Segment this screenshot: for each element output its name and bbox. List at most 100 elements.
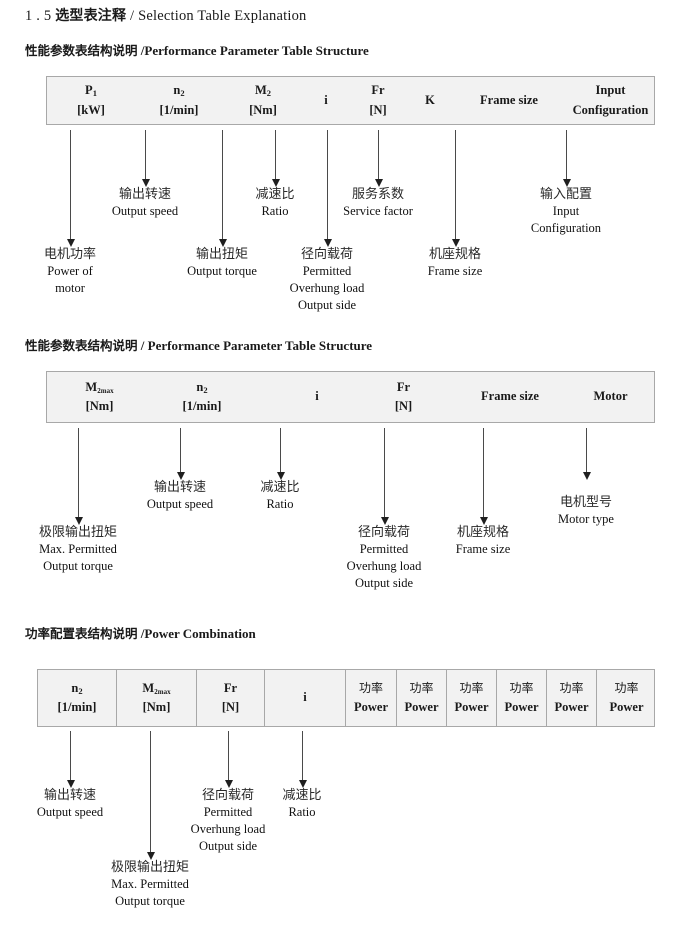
power-combination-table: n2 [1/min] M2max [Nm] Fr [N] i 功率 Power … [37,669,655,727]
table-1-col-n2-unit: [1/min] [159,102,199,117]
title-number: 1 . 5 [25,8,52,24]
table-2-col-fr-symbol: Fr [396,379,411,394]
annotation-overhung-load-en-2: Overhung load [289,281,365,296]
annotation-output-speed-3: 输出转速 Output speed [37,787,103,821]
table-1-col-n2-sub: 2 [180,88,185,99]
title-english: Selection Table Explanation [138,8,307,24]
annotation-overhung-load-en-1: Permitted [302,264,352,279]
table-1-col-m2: M2 [Nm] [223,77,303,124]
arrow-to-ratio-3 [298,731,307,788]
title-chinese: 选型表注释 [55,8,127,24]
table-3-col-i: i [265,670,346,726]
table-3-col-power-1-cn: 功率 [358,681,383,696]
annotation-service-factor-cn: 服务系数 [351,187,405,202]
annotation-output-speed-cn: 输出转速 [118,187,171,202]
annotation-input-configuration-en-1: Input [552,204,580,219]
annotation-output-speed-2-cn: 输出转速 [153,480,206,495]
table-2-col-motor-symbol: Motor [593,389,628,404]
annotation-overhung-load-3-cn: 径向载荷 [201,788,255,803]
annotation-output-torque-en-1: Output torque [187,264,257,279]
table-2-col-m2max: M2max [Nm] [47,372,152,422]
annotation-output-speed-en-1: Output speed [111,204,179,219]
section-2-heading: 性能参数表结构说明 / Performance Parameter Table … [25,335,372,354]
annotation-input-configuration: 输入配置 Input Configuration [531,186,601,237]
annotation-output-speed-3-cn: 输出转速 [43,788,96,803]
arrow-to-permitted-overhung-load-2 [380,428,389,525]
section-3-heading-en: Power Combination [144,626,256,641]
table-1-col-k: K [407,77,453,124]
annotation-input-configuration-en-2: Configuration [530,221,602,236]
table-3-col-m2max-sub: 2max [154,687,171,696]
table-1-col-n2: n2 [1/min] [135,77,223,124]
page-title: 1 . 5 选型表注释 / Selection Table Explanatio… [25,5,307,25]
table-3-col-n2-unit: [1/min] [57,700,97,714]
table-2-col-i-symbol: i [315,389,319,404]
table-3-col-power-3: 功率 Power [447,670,497,726]
table-2-col-m2max-symbol: M [85,379,98,394]
annotation-ratio-cn: 减速比 [255,187,295,202]
arrow-to-output-speed-2 [176,428,185,480]
table-1-col-m2-sub: 2 [266,88,272,99]
table-1-col-n2-symbol: n [173,83,181,98]
annotation-power-of-motor-en-2: motor [55,281,85,296]
annotation-max-permitted-output-torque-3-cn: 极限输出扭矩 [110,860,190,875]
table-3-col-power-6-en: Power [609,699,644,714]
section-3-heading-cn: 功率配置表结构说明 [25,626,138,641]
table-3-col-n2: n2 [1/min] [38,670,117,726]
table-1-col-p1-unit: [kW] [77,102,105,117]
performance-parameter-table-1: P1 [kW] n2 [1/min] M2 [Nm] i Fr [N] K Fr… [46,76,655,125]
section-1-heading-cn: 性能参数表结构说明 [25,43,138,58]
annotation-overhung-load-3-en-1: Permitted [203,805,253,820]
table-1-col-p1-sub: 1 [92,88,97,99]
table-2-col-n2: n2 [1/min] [152,372,252,422]
title-separator: / [130,8,135,24]
table-3-col-power-6: 功率 Power [597,670,656,726]
arrow-to-frame-size-2 [479,428,488,525]
table-3-col-power-5-en: Power [554,699,589,714]
table-3-col-power-4-cn: 功率 [509,681,534,696]
table-1-col-input-configuration: Input Configuration [565,77,656,124]
table-3-col-fr: Fr [N] [197,670,265,726]
table-1-col-frame-size: Frame size [453,77,565,124]
table-1-col-input-configuration-l2: Configuration [572,102,649,117]
annotation-service-factor-en-1: Service factor [343,204,413,219]
annotation-overhung-load-2-en-1: Permitted [359,542,409,557]
annotation-max-permitted-output-torque-cn: 极限输出扭矩 [38,525,118,540]
table-3-col-power-2-cn: 功率 [409,681,434,696]
annotation-overhung-load-2: 径向载荷 Permitted Overhung load Output side [347,524,422,592]
table-1-col-m2-symbol: M [254,83,267,98]
arrow-to-permitted-overhung-load [323,130,332,247]
arrow-to-motor-type [582,428,591,480]
arrow-to-input-configuration [562,130,571,187]
section-3-heading-sep: / [140,626,145,641]
table-3-col-i-symbol: i [303,690,307,705]
table-1-col-p1-symbol: P [85,83,93,98]
annotation-overhung-load-3-en-3: Output side [199,838,257,853]
table-1-col-fr-symbol: Fr [371,83,385,98]
arrow-to-max-permitted-output-torque-3 [146,731,155,860]
table-2-col-m2max-sub: 2max [97,386,114,395]
table-3-col-m2max-unit: [Nm] [142,700,171,714]
table-2-col-frame-size: Frame size [455,372,565,422]
annotation-ratio-3-cn: 减速比 [282,788,322,803]
table-3-col-n2-sub: 2 [78,685,83,696]
section-1-heading-sep: / [140,43,145,58]
annotation-frame-size-2-en-1: Frame size [455,542,511,557]
annotation-ratio: 减速比 Ratio [255,186,294,220]
annotation-ratio-2: 减速比 Ratio [260,479,299,513]
table-3-col-m2max-symbol: M [142,680,155,695]
arrow-to-output-torque [218,130,227,247]
table-3-col-power-4: 功率 Power [497,670,547,726]
annotation-power-of-motor-cn: 电机功率 [43,247,97,262]
annotation-frame-size-2-cn: 机座规格 [456,525,509,540]
arrow-to-ratio-2 [276,428,285,480]
annotation-overhung-load-cn: 径向载荷 [300,247,354,262]
table-1-col-frame-size-symbol: Frame size [480,92,538,107]
annotation-max-permitted-output-torque-3-en-2: Output torque [115,894,185,909]
annotation-overhung-load-2-cn: 径向载荷 [357,525,411,540]
annotation-ratio-3-en-1: Ratio [288,805,316,820]
table-1-col-m2-unit: [Nm] [249,102,277,117]
table-3-col-power-5: 功率 Power [547,670,597,726]
table-2-col-motor: Motor [565,372,656,422]
